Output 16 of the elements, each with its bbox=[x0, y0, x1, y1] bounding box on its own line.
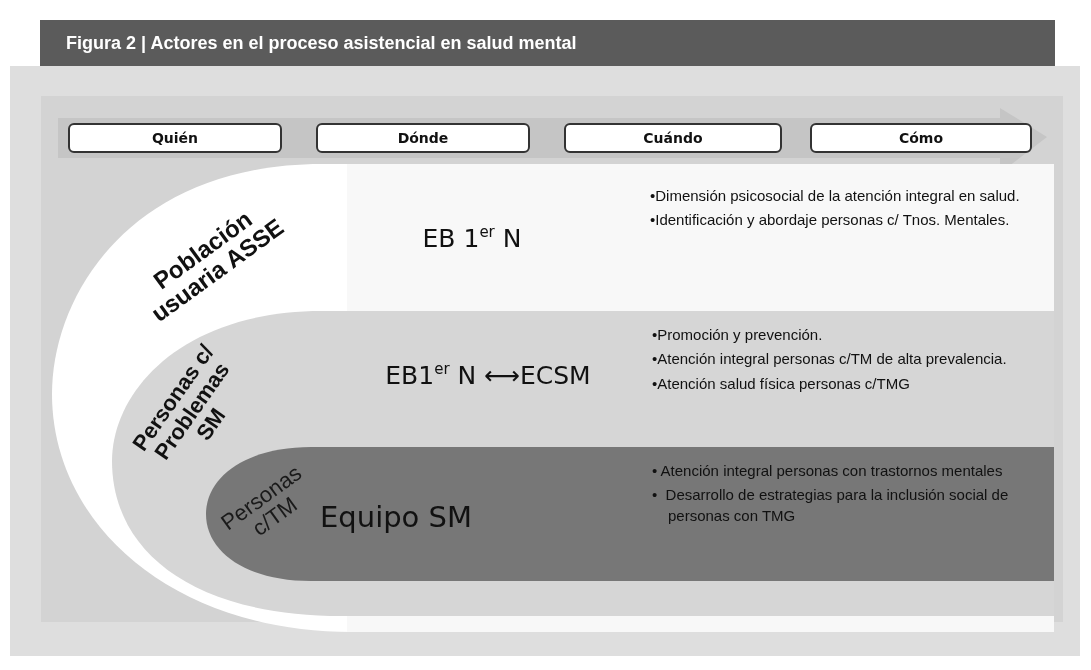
column-header: Cuándo bbox=[564, 123, 782, 153]
bullet-item: •Promoción y prevención. bbox=[652, 325, 824, 345]
bullet-item: •Atención integral personas c/TM de alta prevalencia. bbox=[652, 349, 1008, 370]
population-band bbox=[52, 164, 1054, 632]
column-header: Dónde bbox=[316, 123, 530, 153]
figure-title: Figura 2 | Actores en el proceso asistencial en salud mental bbox=[40, 20, 1055, 66]
location-label: EB1$^{er}$ N ⟷ECSM bbox=[385, 360, 591, 390]
bullet-item: • Desarrollo de estrategias para la inclusión social de personas con TMG bbox=[652, 485, 1010, 526]
bullet-item: •Identificación y abordaje personas c/ Tnos. Mentales. bbox=[650, 210, 1011, 231]
location-label: Equipo SM bbox=[320, 500, 472, 534]
column-header: Cómo bbox=[810, 123, 1032, 153]
location-label: EB 1$^{er}$ N bbox=[422, 223, 522, 253]
bullet-item: •Atención salud física personas c/TMG bbox=[652, 373, 911, 394]
column-header: Quién bbox=[68, 123, 282, 153]
bullet-item: •Dimensión psicosocial de la atención integral en salud. bbox=[650, 186, 1020, 206]
bullet-item: • Atención integral personas con trastornos mentales bbox=[652, 461, 1004, 481]
